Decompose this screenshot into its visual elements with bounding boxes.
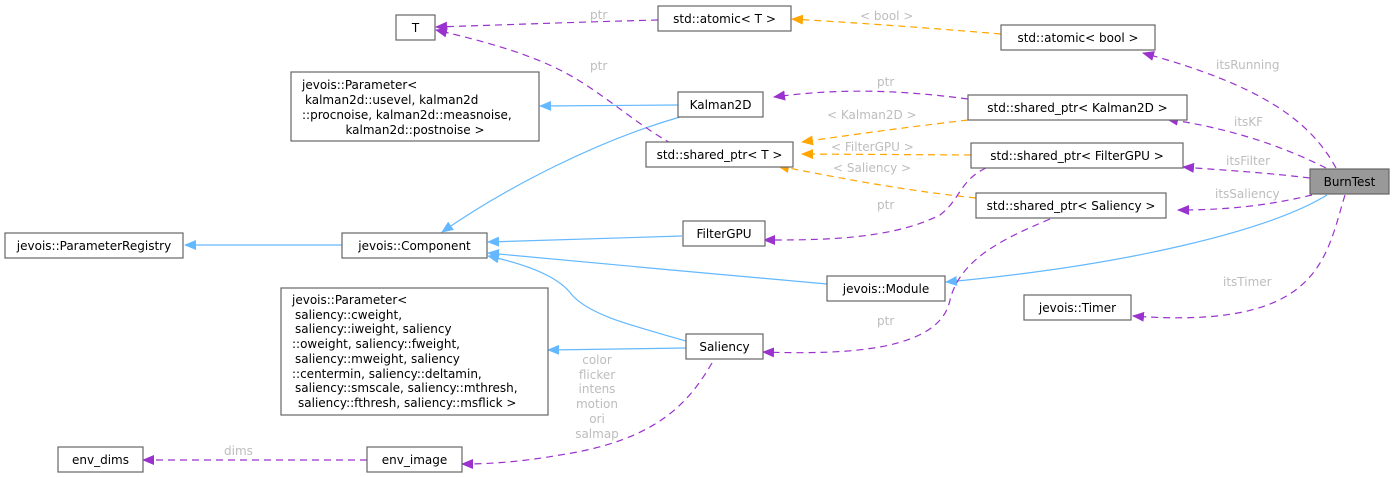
edge-its-saliency xyxy=(1177,194,1313,215)
node-label: FilterGPU xyxy=(696,227,751,241)
node-env-dims[interactable]: env_dims xyxy=(57,446,144,473)
edge-spt-kalman xyxy=(801,119,969,146)
edge-label: ptr xyxy=(590,8,607,22)
edge-atomic-t-bool xyxy=(791,14,1002,35)
node-label: jevois::Parameter< xyxy=(291,293,407,307)
node-label: BurnTest xyxy=(1324,175,1376,189)
node-label: std::shared_ptr< FilterGPU > xyxy=(990,149,1164,163)
edge-label: < Kalman2D > xyxy=(827,108,917,122)
node-label: ::oweight, saliency::fweight, xyxy=(292,337,460,351)
edge-spt-filter xyxy=(801,149,972,160)
edge-label: itsKF xyxy=(1234,115,1263,129)
node-label: saliency::mweight, saliency xyxy=(295,352,460,366)
node-atomic-bool[interactable]: std::atomic< bool > xyxy=(1000,24,1156,51)
edge-label: color xyxy=(582,353,612,367)
node-sp-saliency[interactable]: std::shared_ptr< Saliency > xyxy=(975,192,1167,219)
edge-label: salmap xyxy=(575,427,619,441)
edge-label: itsRunning xyxy=(1216,58,1279,72)
node-label: saliency::smscale, saliency::mthresh, xyxy=(295,381,518,395)
node-label: jevois::Parameter< xyxy=(301,78,417,92)
node-label: jevois::Module xyxy=(842,282,929,296)
node-label: kalman2d::postnoise > xyxy=(345,123,484,137)
node-module[interactable]: jevois::Module xyxy=(826,275,946,302)
node-timer[interactable]: jevois::Timer xyxy=(1023,294,1132,321)
env-image-member-labels: color flicker intens motion ori salmap xyxy=(575,353,619,441)
node-label: env_image xyxy=(382,453,447,467)
node-label: jevois::Timer xyxy=(1038,301,1116,315)
edge-label: ptr xyxy=(590,59,607,73)
edge-component-filtergpu xyxy=(487,235,683,247)
edge-module-burntest xyxy=(945,194,1328,286)
node-kalman-parameter[interactable]: jevois::Parameter< kalman2d::usevel, kal… xyxy=(290,71,540,142)
edge-label: itsSaliency xyxy=(1215,187,1280,201)
edge-label: ptr xyxy=(877,75,894,89)
node-filtergpu[interactable]: FilterGPU xyxy=(682,220,766,247)
node-sp-t[interactable]: std::shared_ptr< T > xyxy=(645,141,794,168)
node-label: jevois::Component xyxy=(357,239,471,253)
node-sp-filtergpu[interactable]: std::shared_ptr< FilterGPU > xyxy=(970,142,1184,169)
edge-its-timer xyxy=(1132,194,1346,322)
node-label: ::procnoise, kalman2d::measnoise, xyxy=(302,108,512,122)
node-atomic-t[interactable]: std::atomic< T > xyxy=(657,5,792,32)
node-kalman2d[interactable]: Kalman2D xyxy=(677,91,764,118)
edge-kalmanparam-kalman2d xyxy=(539,100,679,111)
edge-label: flicker xyxy=(579,368,615,382)
edge-its-filter xyxy=(1182,162,1311,179)
edge-label: < Saliency > xyxy=(833,161,911,175)
node-parameter-registry[interactable]: jevois::ParameterRegistry xyxy=(4,232,184,259)
node-sp-kalman2d[interactable]: std::shared_ptr< Kalman2D > xyxy=(967,94,1188,121)
node-label: std::shared_ptr< Kalman2D > xyxy=(987,101,1167,115)
node-label: std::atomic< bool > xyxy=(1017,31,1138,45)
edge-component-saliency xyxy=(487,253,687,342)
edge-t-atomic-ptr xyxy=(435,19,659,32)
edge-spt-saliency xyxy=(777,163,977,199)
node-component[interactable]: jevois::Component xyxy=(341,232,488,259)
node-label: T xyxy=(411,21,420,35)
edge-its-kf xyxy=(1166,115,1327,169)
node-label: std::shared_ptr< Saliency > xyxy=(987,199,1156,213)
edge-label: itsTimer xyxy=(1223,275,1272,289)
node-label: Saliency xyxy=(699,340,749,354)
edge-saliencyparam-saliency xyxy=(547,344,687,355)
node-label: std::shared_ptr< T > xyxy=(657,148,783,162)
node-burntest[interactable]: BurnTest xyxy=(1309,168,1390,195)
node-label: ::centermin, saliency::deltamin, xyxy=(292,367,482,381)
node-label: kalman2d::usevel, kalman2d xyxy=(305,93,478,107)
edge-component-kalman2d xyxy=(441,116,681,233)
node-label: std::atomic< T > xyxy=(673,12,776,26)
edge-saliency-ptr xyxy=(762,218,1051,358)
node-label: jevois::ParameterRegistry xyxy=(16,239,171,253)
node-label: saliency::cweight, xyxy=(295,308,402,322)
node-label: env_dims xyxy=(72,453,129,467)
edge-t-sp-ptr xyxy=(435,27,673,145)
edge-label: ori xyxy=(589,412,605,426)
edge-label: itsFilter xyxy=(1226,154,1270,168)
node-t[interactable]: T xyxy=(395,14,436,41)
edge-filter-ptr xyxy=(763,167,987,245)
node-label: Kalman2D xyxy=(690,98,752,112)
edge-label: < FilterGPU > xyxy=(831,140,914,154)
node-label: saliency::iweight, saliency xyxy=(295,322,452,336)
node-saliency-parameter[interactable]: jevois::Parameter< saliency::cweight, sa… xyxy=(280,287,549,416)
edge-label: < bool > xyxy=(860,9,913,23)
edge-label: ptr xyxy=(877,314,894,328)
node-label: saliency::fthresh, saliency::msflick > xyxy=(298,396,516,410)
edge-label: ptr xyxy=(877,198,894,212)
edge-kalman-ptr xyxy=(773,90,969,101)
edge-component-module xyxy=(487,248,828,285)
edge-its-running xyxy=(1142,51,1337,169)
edge-label: intens xyxy=(579,382,616,396)
edge-label: motion xyxy=(576,397,618,411)
node-env-image[interactable]: env_image xyxy=(366,446,463,473)
edge-label: dims xyxy=(224,444,253,458)
node-saliency[interactable]: Saliency xyxy=(685,333,764,360)
